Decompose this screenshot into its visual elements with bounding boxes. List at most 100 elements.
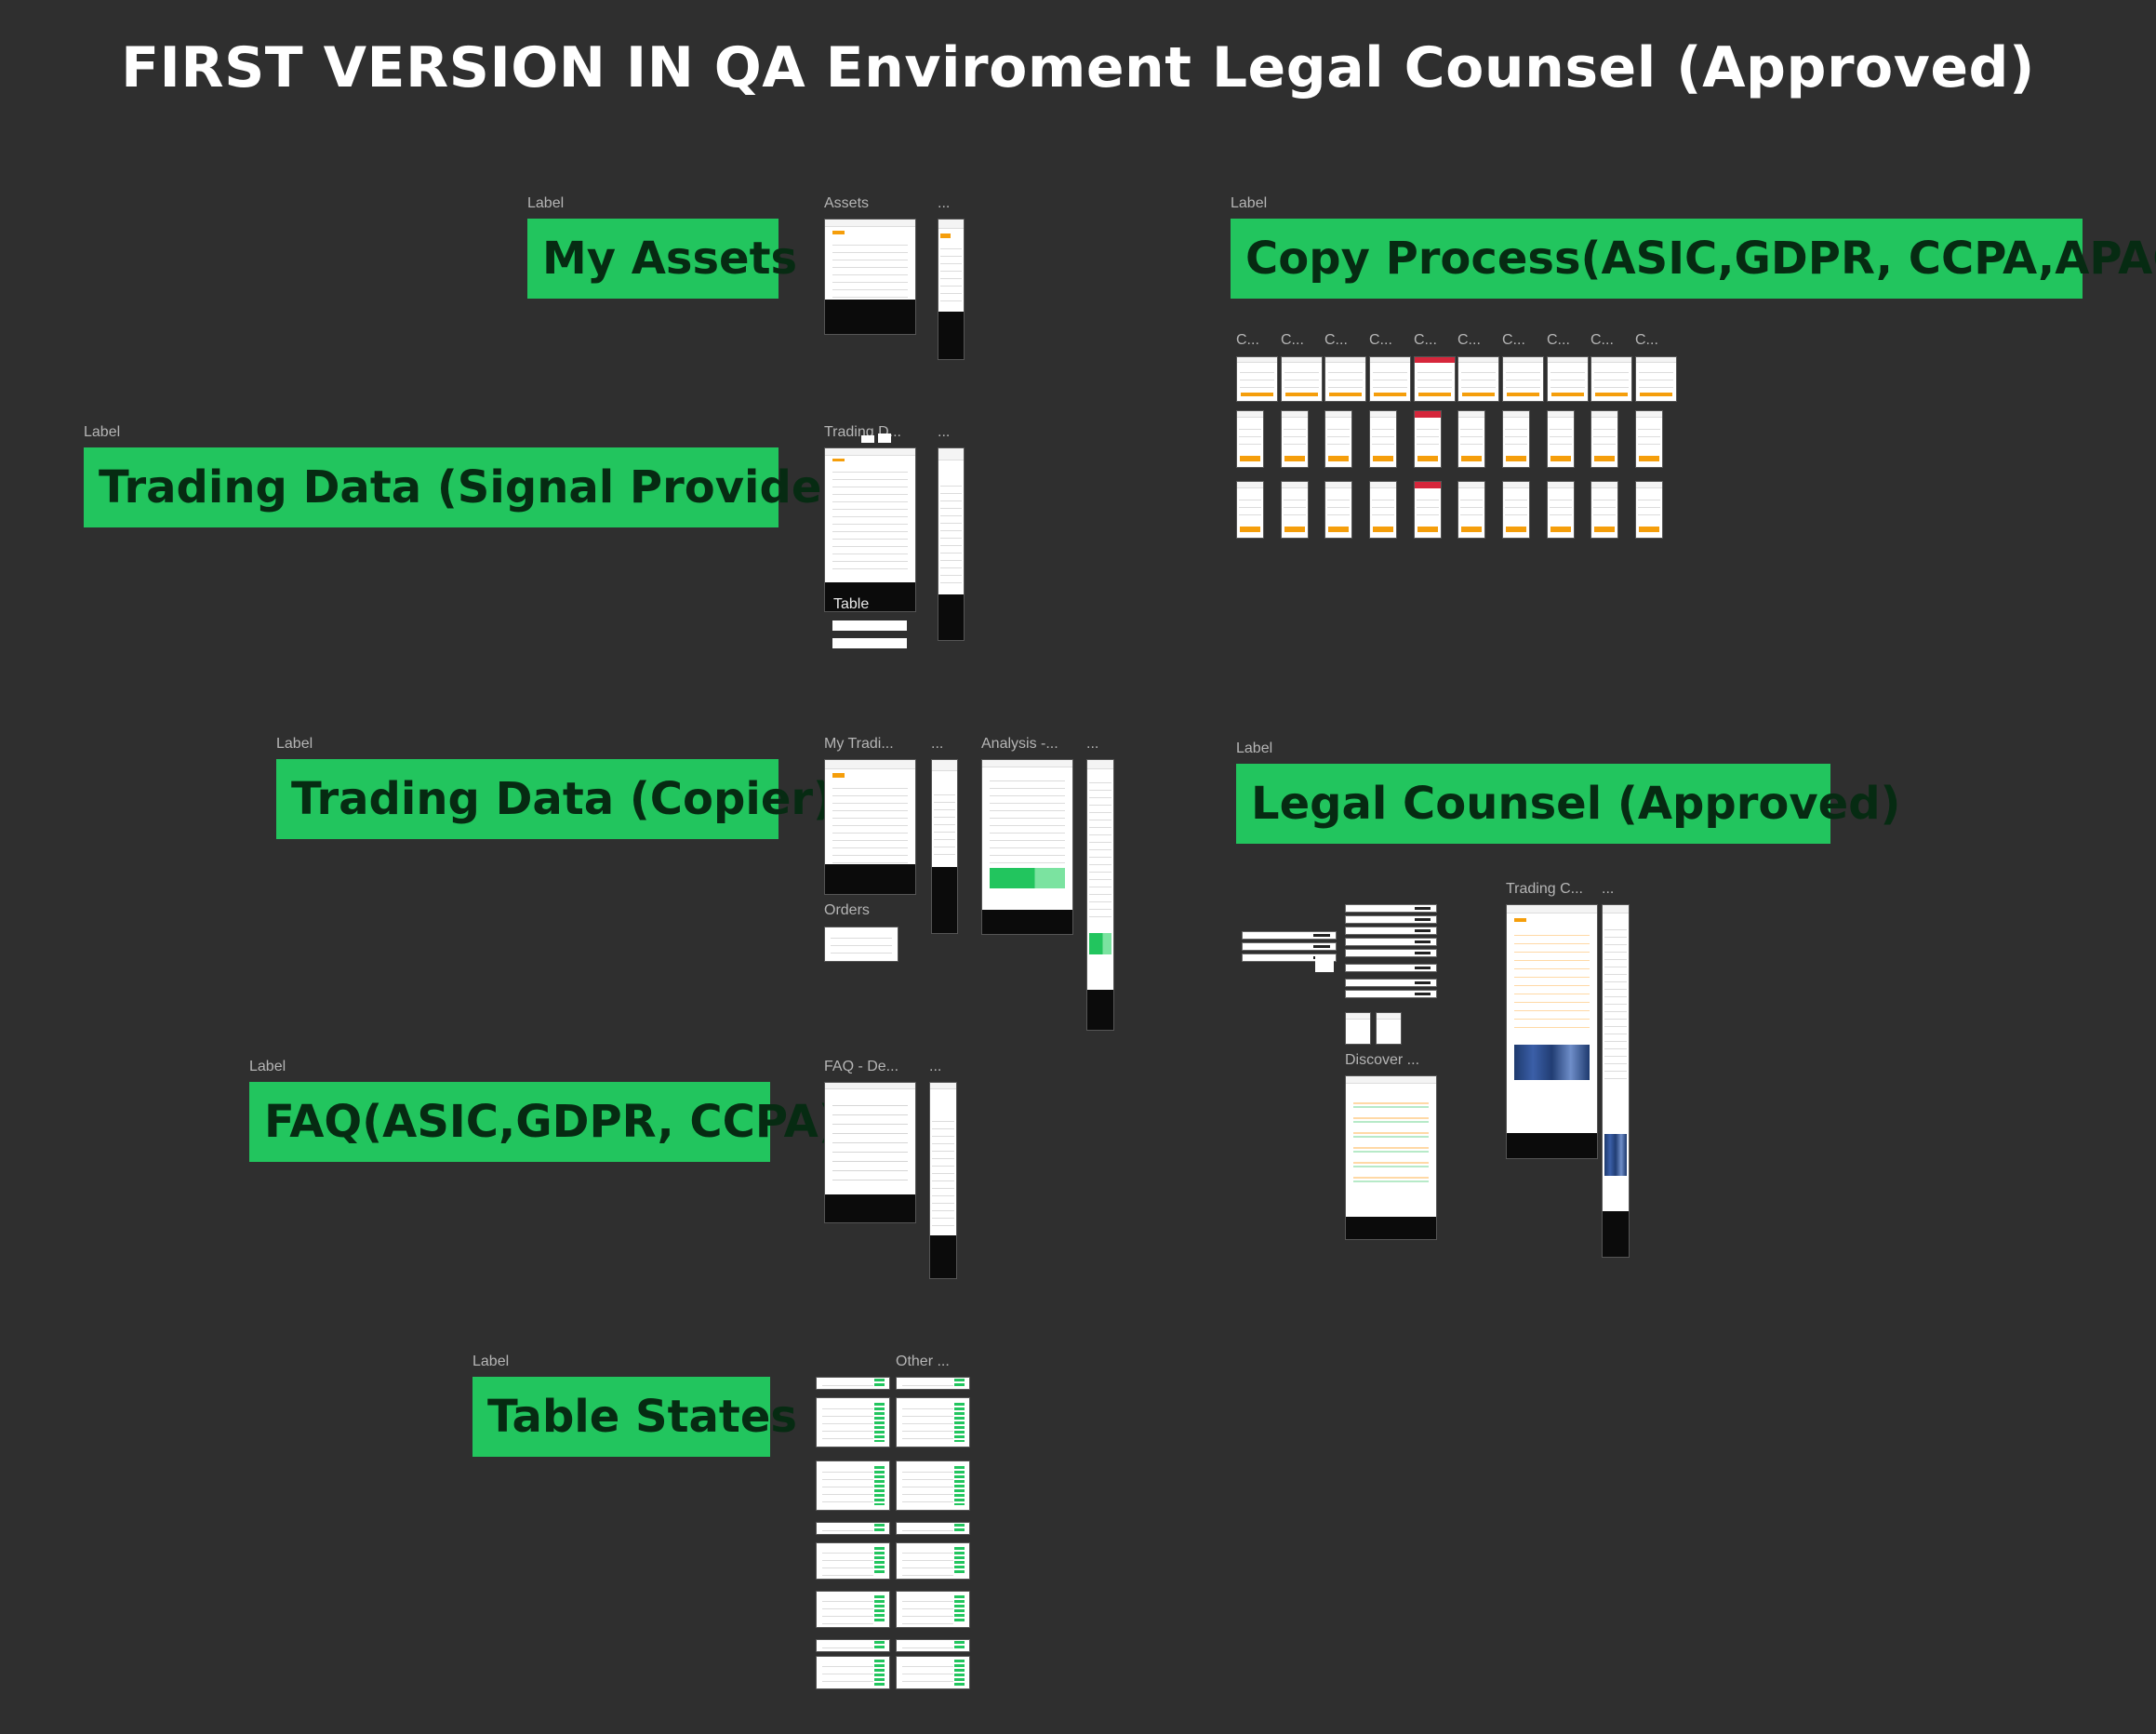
frame-copy-step[interactable] [1281,356,1323,402]
badge-marker [861,435,874,443]
frame-table-state[interactable] [816,1591,890,1628]
frame-table-state[interactable] [896,1397,970,1447]
frame-table-state[interactable] [896,1639,970,1652]
frame-faq-mobile[interactable] [929,1082,957,1279]
legal-strip[interactable] [1242,942,1337,951]
frame-copy-step[interactable] [1502,410,1530,468]
legal-strip[interactable] [1345,915,1437,924]
legal-strip[interactable] [1345,927,1437,935]
frame-table-state[interactable] [816,1397,890,1447]
section-legal-counsel[interactable]: Legal Counsel (Approved) [1236,764,1900,844]
frame-copy-step[interactable] [1502,481,1530,539]
legal-strip[interactable] [1345,990,1437,998]
frame-analysis-desktop[interactable] [981,759,1073,935]
frame-trading-signal-desktop[interactable] [824,447,916,612]
frame-copy-step[interactable] [1369,356,1411,402]
section-trading-data-copier[interactable]: Trading Data (Copier) [276,759,833,839]
frame-copy-step[interactable] [1590,356,1632,402]
frame-table-state[interactable] [896,1461,970,1511]
frame-trading-c-desktop[interactable] [1506,904,1598,1159]
frame-label-copy-step: C... [1502,332,1525,348]
frame-copy-step[interactable] [1369,410,1397,468]
frame-copy-step[interactable] [1635,410,1663,468]
section-table-states[interactable]: Table States [472,1377,797,1457]
frame-copy-step[interactable] [1457,481,1485,539]
frame-table-state[interactable] [896,1656,970,1689]
frame-table-state[interactable] [816,1461,890,1511]
section-label: Label [1236,740,1273,756]
frame-copy-step[interactable] [1547,481,1575,539]
frame-table-state[interactable] [896,1377,970,1390]
frame-analysis-mobile[interactable] [1086,759,1114,1031]
frame-copy-step[interactable] [1547,410,1575,468]
frame-copy-step[interactable] [1414,410,1442,468]
frame-copy-step[interactable] [1414,481,1442,539]
table-row-bar [832,638,907,648]
frame-copy-step[interactable] [1590,410,1618,468]
section-label: Label [527,195,565,211]
frame-copy-step[interactable] [1324,481,1352,539]
frame-label-copy-step: C... [1236,332,1259,348]
frame-faq-desktop[interactable] [824,1082,916,1223]
frame-table-state[interactable] [816,1656,890,1689]
legal-tooltip [1315,956,1334,972]
frame-trading-c-mobile[interactable] [1602,904,1630,1258]
frame-assets-mobile[interactable] [938,219,965,360]
frame-label-copy-step: C... [1369,332,1392,348]
frame-discover[interactable] [1345,1075,1437,1240]
table-row-bar [832,620,907,631]
legal-strip[interactable] [1345,904,1437,913]
frame-trading-signal-mobile[interactable] [938,447,965,641]
frame-table-state[interactable] [816,1639,890,1652]
section-copy-process[interactable]: Copy Process(ASIC,GDPR, CCPA,APAC) [1231,219,2156,299]
badge-marker [878,434,891,443]
frame-orders[interactable] [824,927,898,962]
section-label: Label [84,424,121,440]
frame-copy-step[interactable] [1281,410,1309,468]
section-my-assets[interactable]: My Assets [527,219,797,299]
legal-strip[interactable] [1242,931,1337,940]
frame-copy-step[interactable] [1502,356,1544,402]
frame-table-state[interactable] [816,1377,890,1390]
frame-label-copy-step: C... [1414,332,1437,348]
frame-label-ellipsis: ... [1086,736,1099,752]
frame-my-trading-mobile[interactable] [931,759,958,934]
frame-copy-step[interactable] [1281,481,1309,539]
frame-label-ellipsis: ... [929,1059,942,1074]
frame-copy-step[interactable] [1324,410,1352,468]
frame-copy-step[interactable] [1457,356,1499,402]
frame-table-state[interactable] [816,1522,890,1535]
section-faq[interactable]: FAQ(ASIC,GDPR, CCPA) [249,1082,839,1162]
frame-copy-step[interactable] [1457,410,1485,468]
frame-label-discover: Discover ... [1345,1052,1420,1068]
frame-label-ellipsis: ... [938,424,951,440]
frame-copy-step[interactable] [1547,356,1589,402]
frame-table-state[interactable] [896,1591,970,1628]
frame-copy-step[interactable] [1236,410,1264,468]
frame-legal-small-b[interactable] [1376,1012,1402,1045]
frame-assets-desktop[interactable] [824,219,916,335]
frame-table-state[interactable] [896,1542,970,1580]
frame-label-assets: Assets [824,195,870,211]
frame-copy-step[interactable] [1635,481,1663,539]
frame-copy-step[interactable] [1236,481,1264,539]
frame-copy-step[interactable] [1369,481,1397,539]
page-title: FIRST VERSION IN QA Enviroment Legal Cou… [121,35,2035,100]
frame-copy-step[interactable] [1414,356,1456,402]
frame-label-other: Other ... [896,1354,950,1369]
frame-copy-step[interactable] [1635,356,1677,402]
frame-copy-step[interactable] [1590,481,1618,539]
frame-label-table: Table [833,596,870,612]
frame-copy-step[interactable] [1324,356,1366,402]
legal-strip[interactable] [1345,938,1437,946]
section-trading-data-signal[interactable]: Trading Data (Signal Provider) [84,447,864,527]
frame-legal-small-a[interactable] [1345,1012,1371,1045]
legal-strip[interactable] [1345,964,1437,972]
frame-my-trading-desktop[interactable] [824,759,916,895]
legal-strip[interactable] [1345,949,1437,957]
frame-copy-step[interactable] [1236,356,1278,402]
frame-table-state[interactable] [896,1522,970,1535]
frame-label-copy-step: C... [1547,332,1570,348]
frame-table-state[interactable] [816,1542,890,1580]
legal-strip[interactable] [1345,979,1437,987]
